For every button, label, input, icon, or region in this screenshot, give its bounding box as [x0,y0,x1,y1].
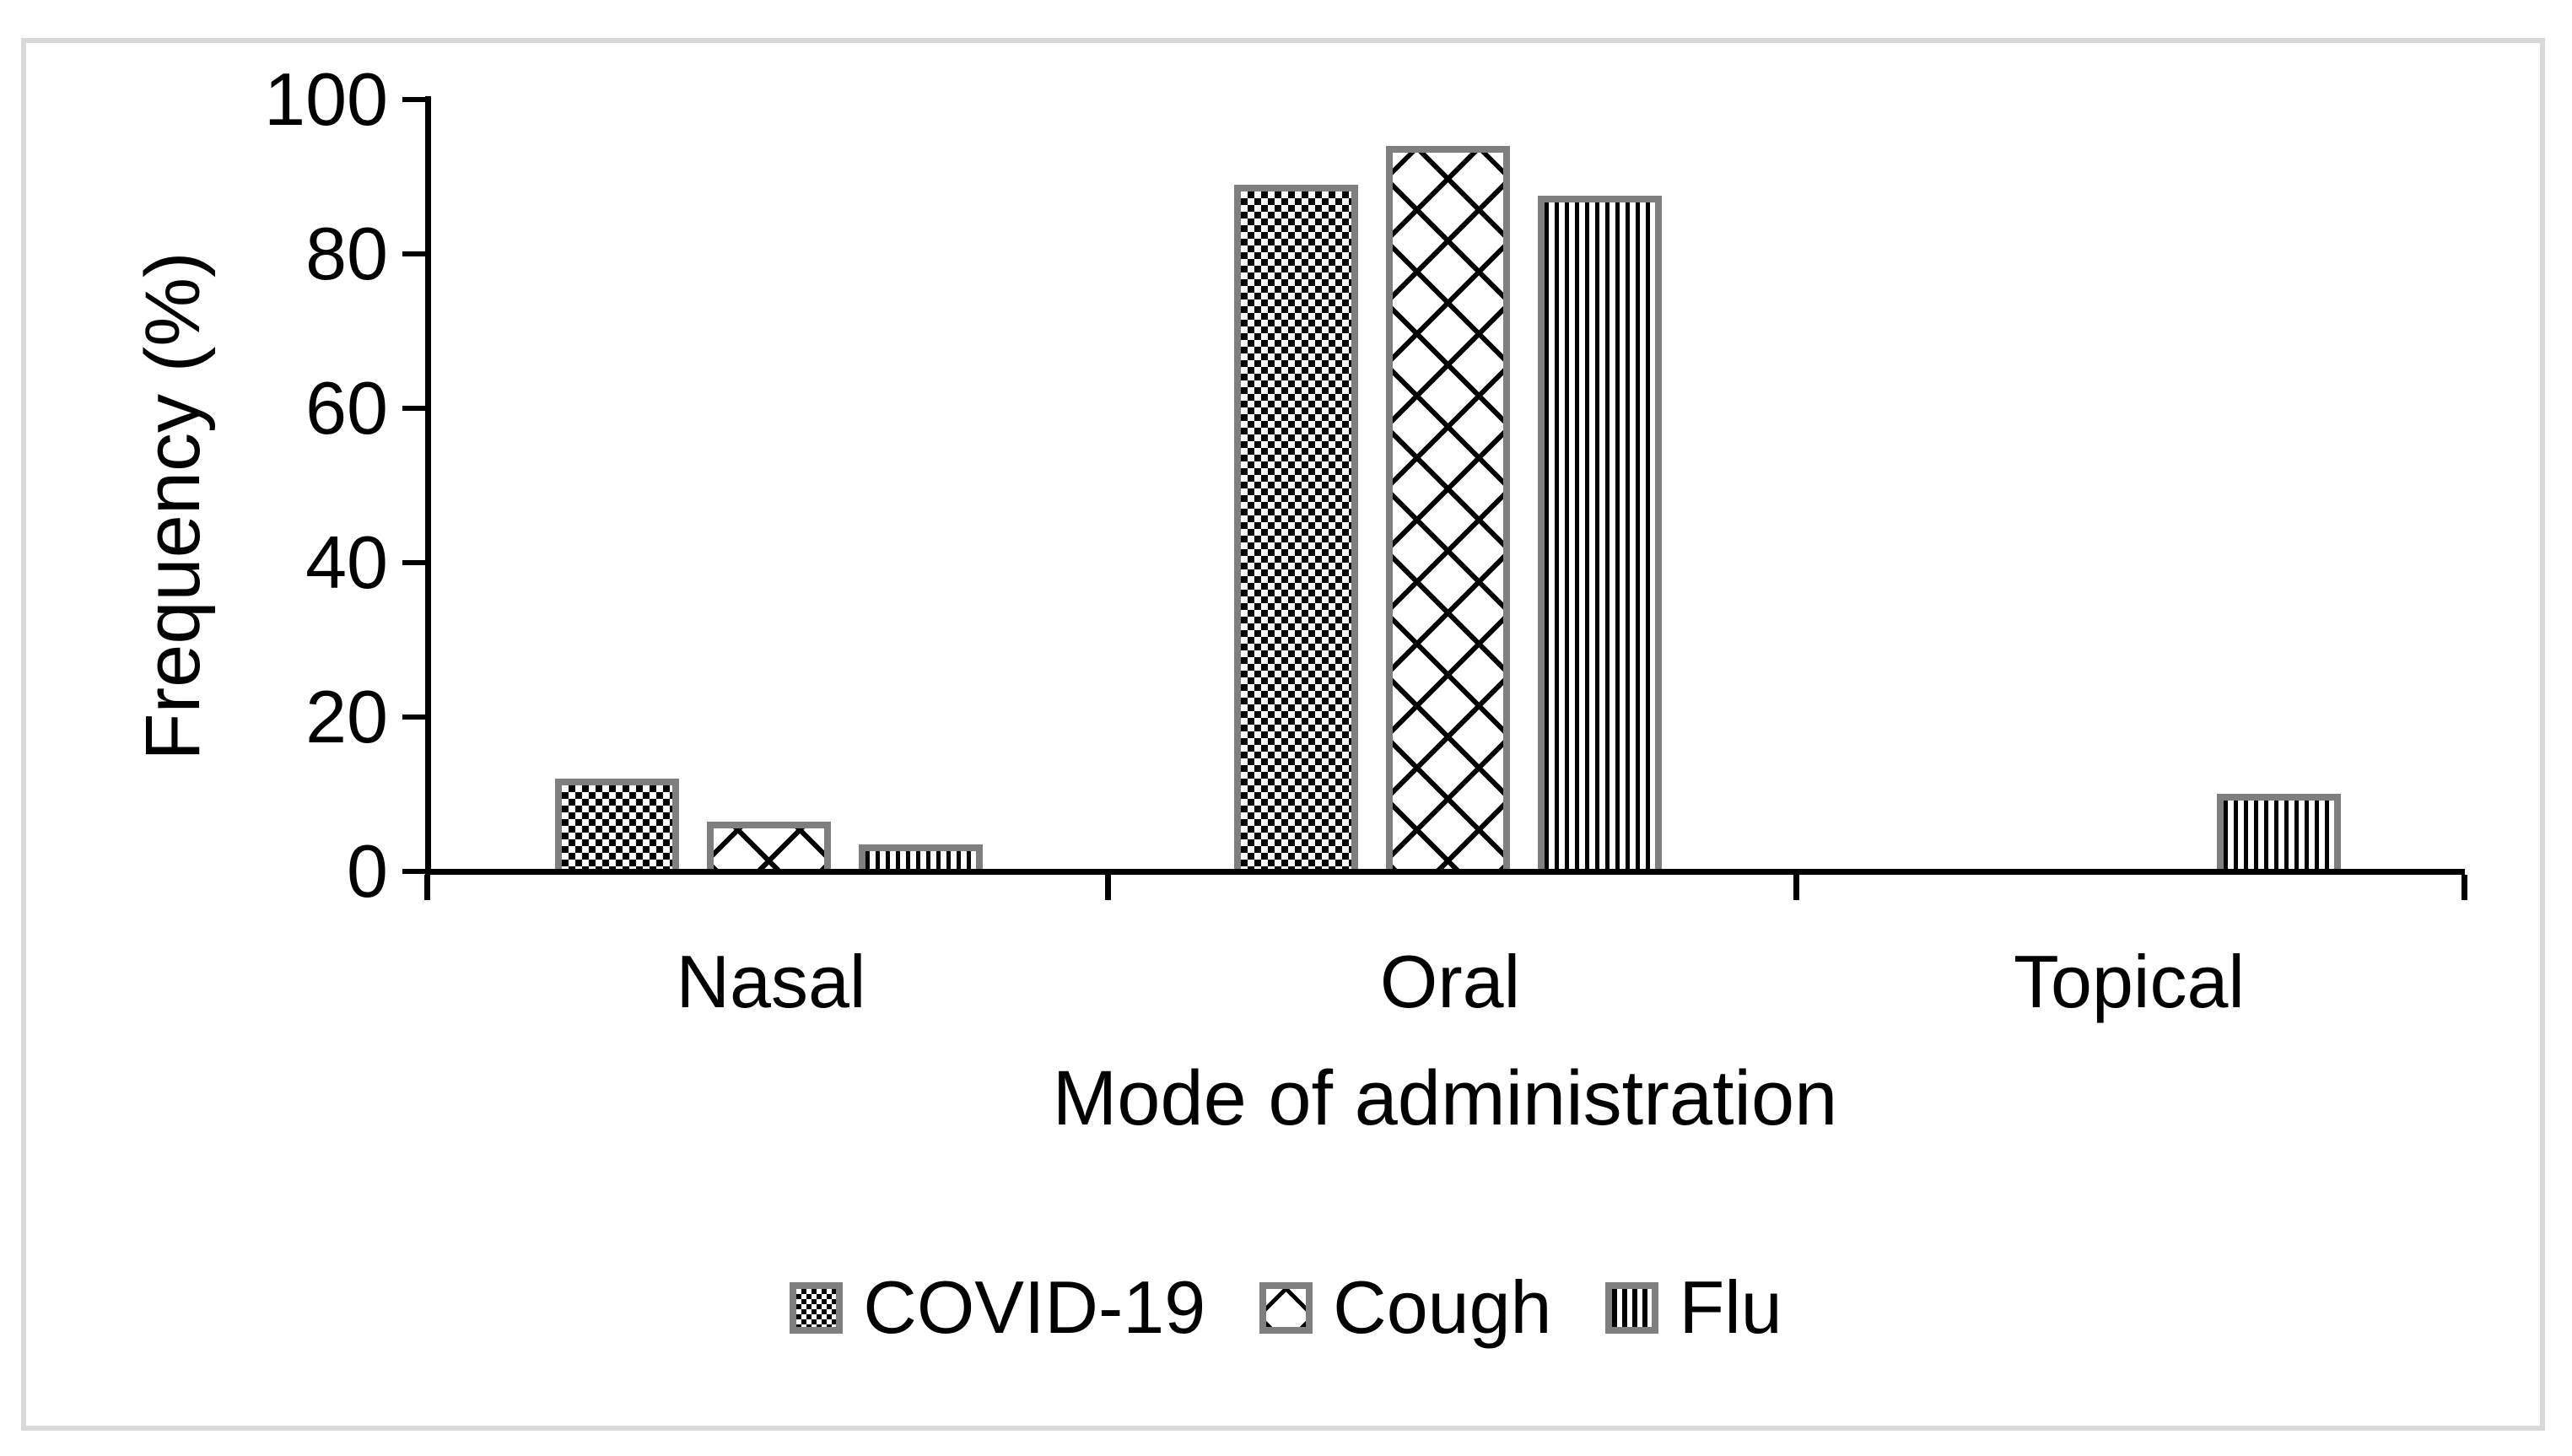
bar-covid-19-oral [1234,185,1358,871]
legend-label-cough: Cough [1333,1265,1552,1349]
legend-label-flu: Flu [1679,1265,1782,1349]
y-axis-tick [402,560,428,565]
y-axis-tick [402,406,428,411]
legend-swatch-diagonal-crosshatch-icon [1259,1281,1313,1334]
y-axis-tick [402,869,428,874]
y-tick-label: 0 [347,829,388,913]
x-axis-tick [1793,875,1799,900]
legend-item-cough: Cough [1259,1264,1551,1351]
y-axis-tick [402,251,428,256]
y-axis-tick [402,715,428,720]
y-axis-tick [402,97,428,102]
y-tick-label: 100 [264,57,388,141]
x-axis-tick [424,875,430,900]
chart-border [21,38,2545,1431]
x-axis-tick [1105,875,1111,900]
legend-item-flu: Flu [1605,1264,1782,1351]
legend-item-covid-19: COVID-19 [790,1264,1205,1351]
bar-cough-oral [1386,146,1510,871]
x-axis-title: Mode of administration [1052,1055,1838,1141]
category-label-nasal: Nasal [676,940,866,1023]
y-tick-label: 40 [305,520,388,604]
y-tick-label: 80 [305,212,388,295]
bar-flu-topical [2217,794,2341,871]
bar-covid-19-nasal [555,779,679,871]
y-axis-line [425,96,431,875]
legend-label-covid-19: COVID-19 [863,1265,1206,1349]
bar-flu-oral [1538,196,1662,871]
bar-cough-nasal [707,822,831,871]
legend-swatch-vertical-stripes-icon [1605,1281,1659,1334]
y-tick-label: 60 [305,366,388,450]
legend: COVID-19 Cough Flu [0,1264,2572,1351]
category-label-oral: Oral [1379,940,1521,1023]
category-label-topical: Topical [2014,940,2245,1023]
bar-flu-nasal [859,844,983,871]
legend-swatch-checkerboard-icon [790,1281,844,1334]
x-axis-line [425,869,2465,875]
x-axis-tick [2461,875,2467,900]
y-tick-label: 20 [305,675,388,758]
